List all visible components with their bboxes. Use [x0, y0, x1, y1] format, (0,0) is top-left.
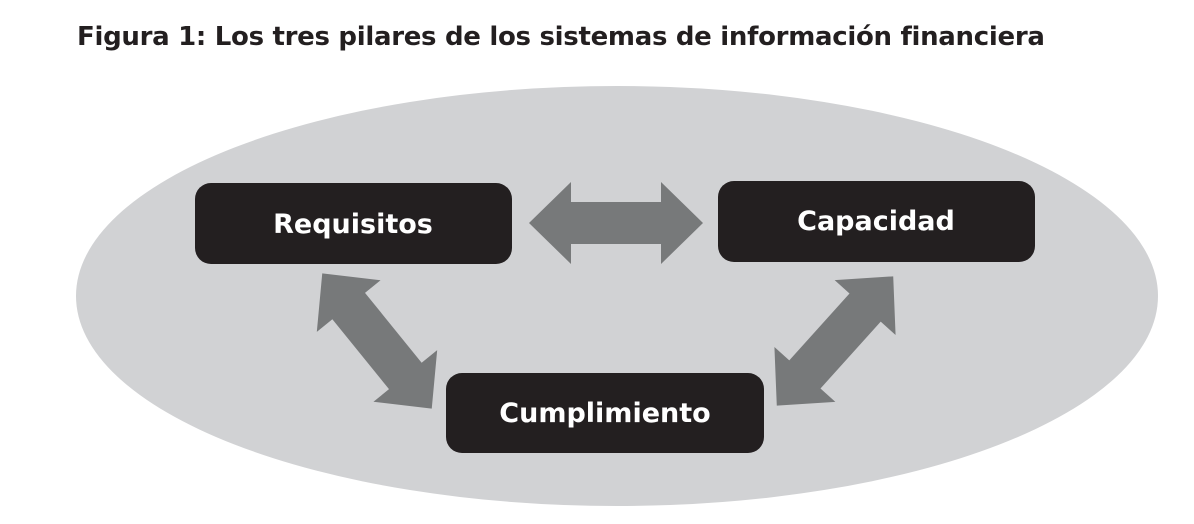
- figure-title: Figura 1: Los tres pilares de los sistem…: [77, 22, 1045, 52]
- node-label-capacidad: Capacidad: [797, 206, 955, 237]
- node-requisitos: Requisitos: [195, 183, 512, 264]
- node-cumplimiento: Cumplimiento: [446, 373, 764, 453]
- node-label-requisitos: Requisitos: [273, 209, 433, 240]
- node-label-cumplimiento: Cumplimiento: [499, 398, 710, 429]
- node-capacidad: Capacidad: [718, 181, 1035, 262]
